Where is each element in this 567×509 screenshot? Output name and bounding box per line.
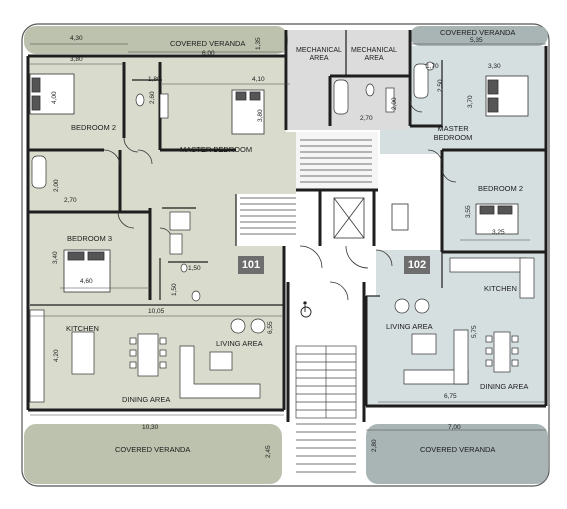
dim-3-25: 3,25 [492,229,505,236]
dim-10-05: 10,05 [148,308,165,315]
kitchen-left-label: KITCHEN [66,324,99,333]
unit-101-floor [28,56,296,410]
dim-1-50-a: 1,50 [188,265,201,272]
dim-4-20: 4,20 [53,349,60,362]
dim-2-70-mid: 2,70 [360,115,373,122]
living-area-right-label: LIVING AREA [386,322,433,331]
kitchen-right-label: KITCHEN [484,284,517,293]
dim-3-55: 3,55 [465,205,472,218]
staircase-lower [295,345,357,473]
dim-2-00-left: 2,00 [53,179,60,192]
kitchen-counters [29,211,535,403]
dim-5-35: 5,35 [470,37,483,44]
dim-3-30: 3,30 [488,63,501,70]
master-bedroom-left-label: MASTER BEDROOM [180,145,253,154]
staircase-upper [300,139,372,183]
stair-core-top [296,132,378,190]
beds [29,73,529,293]
veranda-top-left [24,26,288,54]
dim-4-30: 4,30 [70,35,83,42]
mechanical-core [288,30,408,130]
living-furniture [179,298,469,399]
dim-1-80: 1,80 [148,76,161,83]
covered-veranda-bottom-left-label: COVERED VERANDA [115,445,191,454]
mechanical-area-1-label: MECHANICAL AREA [296,47,342,63]
dim-6-00: 6,00 [202,50,215,57]
dim-2-80: 2,80 [371,439,378,452]
master-bedroom-right-label: MASTER BEDROOM [433,124,473,142]
veranda-bottom-left [24,424,282,484]
bedroom-2-right-label: BEDROOM 2 [478,184,524,193]
elevator [333,197,409,239]
dim-6-55: 6,55 [267,321,274,334]
unit-102-floor [366,46,546,406]
dim-3-70: 3,70 [467,95,474,108]
covered-veranda-top-left-label: COVERED VERANDA [170,39,246,48]
living-area-left-label: LIVING AREA [216,339,263,348]
staircase-left-flight [240,197,296,235]
dim-3-40: 3,40 [52,251,59,264]
dim-3-80-side: 3,80 [257,109,264,122]
bathroom-fixtures [31,61,470,302]
veranda-top-right [410,26,548,46]
unit-102-tag: 102 [404,256,430,274]
unit-101-tag: 101 [238,256,264,274]
veranda-bottom-right [366,424,548,484]
mechanical-area-2-label: MECHANICAL AREA [351,47,397,63]
bedroom-3-label: BEDROOM 3 [67,234,113,243]
dining-tables [129,331,519,377]
door-swings [103,99,457,301]
dim-2-60: 2,60 [149,91,156,104]
dim-4-00: 4,00 [51,91,58,104]
dim-5-75: 5,75 [471,325,478,338]
bedroom-2-left-label: BEDROOM 2 [71,123,117,132]
dim-7-00: 7,00 [448,424,461,431]
dim-4-60: 4,60 [80,278,93,285]
dim-10-30: 10,30 [142,424,159,431]
dim-4-10: 4,10 [252,76,265,83]
dim-1-70: 1,70 [426,63,439,70]
building-outline [21,23,550,487]
dim-2-00-top: 2,00 [391,97,398,110]
dim-2-45: 2,45 [265,445,272,458]
dim-2-70-left: 2,70 [64,197,77,204]
dim-3-80-top: 3,80 [70,56,83,63]
covered-veranda-top-right-label: COVERED VERANDA [440,28,516,37]
dim-6-75: 6,75 [444,393,457,400]
partitions [30,30,443,306]
accessibility-symbol [300,301,312,318]
walls [26,30,548,422]
dining-area-left-label: DINING AREA [122,395,171,404]
covered-veranda-bottom-right-label: COVERED VERANDA [420,445,496,454]
dim-2-50: 2,50 [437,79,444,92]
dining-area-right-label: DINING AREA [480,382,529,391]
dim-1-50-b: 1,50 [171,283,178,296]
dim-1-35: 1,35 [255,37,262,50]
dimension-lines [30,43,546,431]
